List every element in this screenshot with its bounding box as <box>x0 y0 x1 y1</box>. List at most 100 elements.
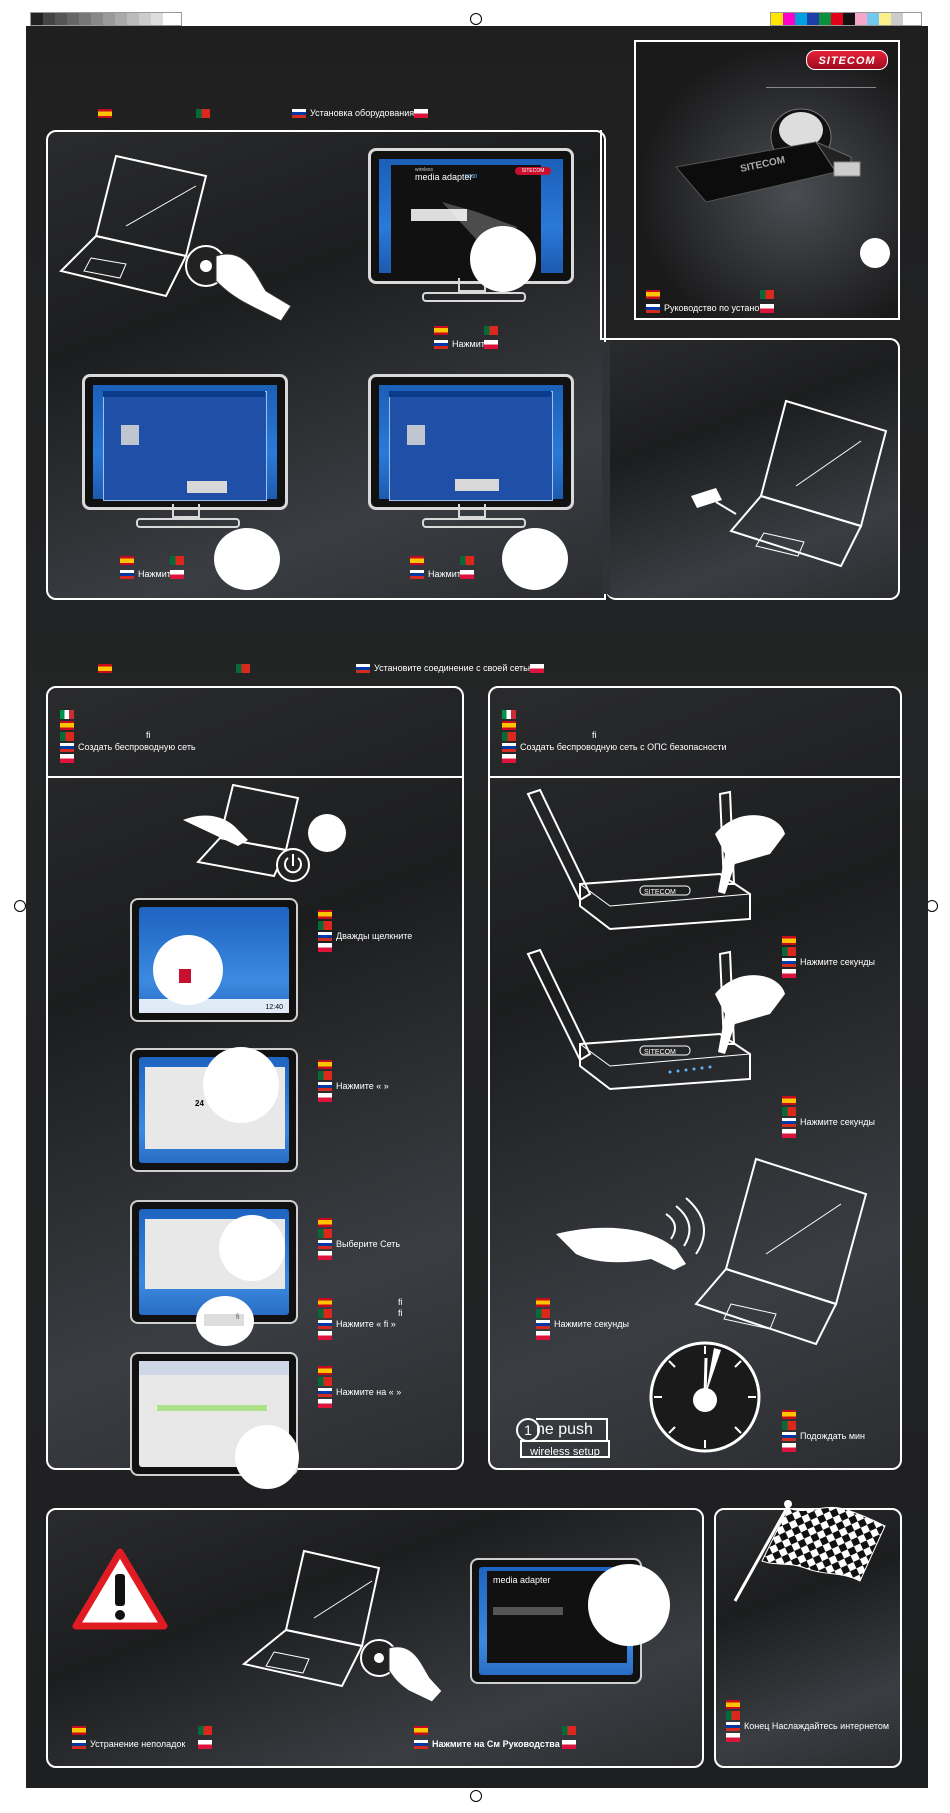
finish-panel: Конец Наслаждайтесь интернетом <box>714 1500 902 1768</box>
troubleshooting-panel: media adapter Устранение неполадок Нажми… <box>46 1508 704 1768</box>
monitor-wizard-2 <box>368 374 574 528</box>
flag-pl <box>60 754 74 763</box>
flag-es <box>434 326 448 335</box>
flag-ru <box>120 570 134 579</box>
flag-es <box>782 936 796 945</box>
flag-es <box>318 1218 332 1227</box>
finish-button[interactable] <box>455 479 499 491</box>
flag-pl <box>536 1331 550 1340</box>
section1-heading: Установка оборудования <box>310 108 415 118</box>
flag-pl <box>318 1093 332 1102</box>
logo-number: 1 <box>524 1422 532 1438</box>
panel-divider <box>48 776 462 778</box>
flag-pt <box>318 1229 332 1238</box>
flag-pl <box>782 1443 796 1452</box>
zoom-circle <box>470 226 536 292</box>
flag-pl <box>318 1251 332 1260</box>
flag-pt <box>562 1726 576 1735</box>
flag-pl <box>484 340 498 349</box>
wps-step3-label: Нажмите секунды <box>554 1319 630 1329</box>
flag-pt <box>196 109 210 118</box>
brand-badge: SITECOM <box>515 167 551 175</box>
manual-step4-label: Нажмите « fi » <box>336 1319 396 1329</box>
next-button[interactable] <box>187 481 227 493</box>
step-next2-label: Нажмите <box>428 569 466 579</box>
manual-step3-label: Выберите Сеть <box>336 1239 401 1249</box>
flag-ru <box>72 1740 86 1749</box>
fi-note: fi <box>236 1314 240 1321</box>
flag-es <box>318 910 332 919</box>
flag-es <box>72 1726 86 1735</box>
manual-step5-label: Нажмите на « » <box>336 1387 402 1397</box>
guide-title: Руководство по установке <box>664 303 774 313</box>
guide-sheet: SITECOM SITECOM Руководство по установке… <box>26 26 928 1788</box>
connect-button[interactable] <box>204 1314 244 1326</box>
laptop-wps-illustration <box>556 1157 868 1346</box>
flag-pt <box>536 1309 550 1318</box>
flag-ru <box>414 1740 428 1749</box>
flag-pt <box>782 1421 796 1430</box>
flag-pt <box>782 1107 796 1116</box>
power-step-circle <box>308 814 346 852</box>
flag-es <box>318 1366 332 1375</box>
flag-pl <box>318 1399 332 1408</box>
flag-ru <box>410 570 424 579</box>
wps-step4-label: Подождать мин <box>800 1431 866 1441</box>
flag-pl <box>782 969 796 978</box>
fi-note: fi <box>146 730 151 740</box>
router-brand-label: SITECOM <box>644 1049 676 1056</box>
taskbar-time: 12:40 <box>265 1004 283 1011</box>
flag-es <box>318 1060 332 1069</box>
manual-title: Создать беспроводную сеть <box>78 742 196 752</box>
manual-step1-label: Дважды щелкните <box>336 931 413 941</box>
registration-mark-bottom <box>470 1790 482 1802</box>
manual-menu-item[interactable] <box>493 1607 563 1615</box>
flag-pt <box>170 556 184 565</box>
flag-pl <box>414 109 428 118</box>
flag-ru <box>434 340 448 349</box>
flag-pt <box>60 732 74 741</box>
flag-pl <box>198 1740 212 1749</box>
install-driver-button[interactable] <box>411 209 467 221</box>
zoom-circle <box>219 1215 285 1281</box>
logo-line2: wireless setup <box>530 1446 600 1458</box>
flag-ru <box>292 109 306 118</box>
flag-ru <box>646 304 660 313</box>
product-small-label: wireless <box>415 167 434 173</box>
panel-border-segment <box>600 338 612 340</box>
flag-es <box>410 556 424 565</box>
wps-title: Создать беспроводную сеть с ОПС безопасн… <box>520 742 727 752</box>
laptop-cd-illustration <box>59 154 292 322</box>
zoom-circle <box>235 1425 299 1489</box>
flag-ru <box>536 1320 550 1329</box>
flag-es <box>98 109 112 118</box>
router-wps-illustration-2: SITECOM <box>526 948 785 1091</box>
step-cd-label: Нажмите <box>452 339 490 349</box>
flag-es <box>782 1410 796 1419</box>
flag-it <box>60 710 74 719</box>
greyscale-bar <box>30 12 182 26</box>
step-next1-label: Нажмите <box>138 569 176 579</box>
product-name-label: media adapter <box>415 172 473 182</box>
tray-app-icon[interactable] <box>179 969 191 983</box>
fi-note: fi <box>398 1308 403 1318</box>
flag-ru <box>502 743 516 752</box>
flag-es <box>536 1298 550 1307</box>
fi-note: fi <box>592 730 597 740</box>
flag-pt <box>236 664 250 673</box>
color-bar <box>770 12 922 26</box>
flag-es <box>726 1700 740 1709</box>
laptop-usb-illustration <box>691 399 888 568</box>
flag-ru <box>318 932 332 941</box>
flag-pt <box>502 732 516 741</box>
flag-pl <box>318 1331 332 1340</box>
flag-pt <box>318 921 332 930</box>
screen-utility-window: 24 <box>130 1047 298 1172</box>
flag-ru <box>318 1388 332 1397</box>
flag-es <box>120 556 134 565</box>
wps-step1-label: Нажмите секунды <box>800 957 876 967</box>
cover-panel: SITECOM SITECOM Руководство по установке <box>634 40 900 320</box>
stopwatch-icon <box>649 1341 761 1453</box>
flag-es <box>782 1096 796 1105</box>
panel-joint <box>602 342 610 594</box>
